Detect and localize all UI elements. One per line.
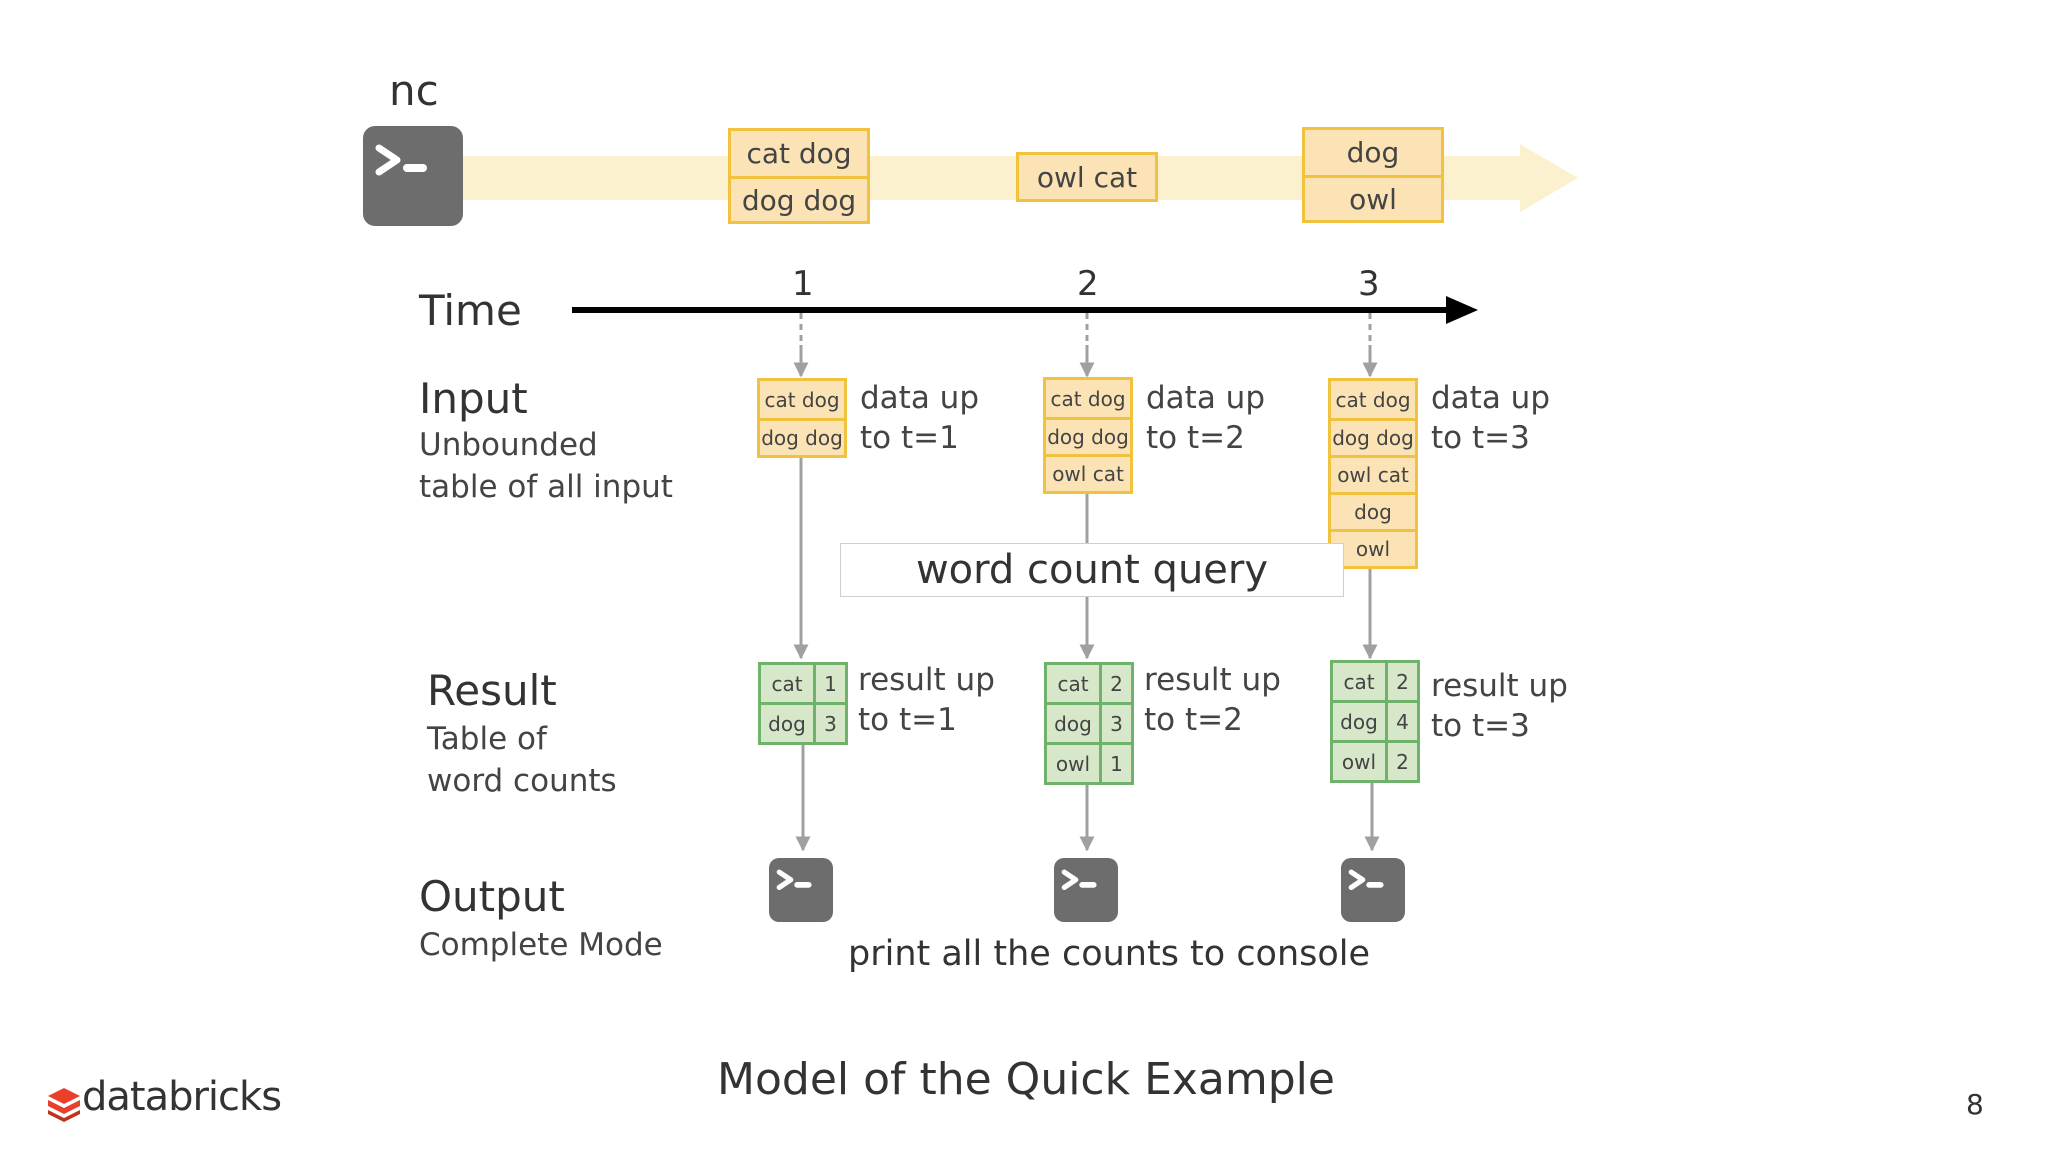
- result-row: dog 3: [1047, 702, 1131, 742]
- batch-line: owl: [1305, 175, 1441, 220]
- result-table-t2: cat 2 dog 3 owl 1: [1044, 662, 1134, 785]
- page-number: 8: [1966, 1088, 1984, 1121]
- result-count: 1: [824, 671, 837, 696]
- result-word: dog: [1047, 705, 1102, 742]
- stream-batch-1: cat dog dog dog: [728, 128, 870, 224]
- result-count: 1: [1110, 751, 1123, 776]
- result-count: 3: [824, 711, 837, 736]
- output-terminal-icon-t1: [769, 858, 833, 922]
- result-row: owl 2: [1333, 740, 1417, 780]
- result-note-t3: result up to t=3: [1431, 668, 1568, 744]
- output-caption: print all the counts to console: [848, 934, 1371, 974]
- time-tick-1: 1: [792, 264, 814, 304]
- input-table-t3: cat dog dog dog owl cat dog owl: [1328, 378, 1418, 569]
- input-subtitle-1: Unbounded: [419, 427, 598, 463]
- batch-line: owl cat: [1036, 160, 1138, 194]
- result-row: owl 1: [1047, 742, 1131, 782]
- result-table-t3: cat 2 dog 4 owl 2: [1330, 660, 1420, 783]
- input-note-t1: data up to t=1: [860, 380, 980, 456]
- input-row: dog dog: [760, 418, 844, 455]
- input-note-t2: data up to t=2: [1146, 380, 1266, 456]
- input-table-t1: cat dog dog dog: [757, 378, 847, 458]
- result-row: dog 4: [1333, 700, 1417, 740]
- databricks-logo-text: databricks: [82, 1074, 282, 1120]
- input-subtitle-2: table of all input: [419, 469, 673, 505]
- time-tick-3: 3: [1358, 264, 1380, 304]
- result-word: dog: [761, 705, 816, 742]
- input-table-t2: cat dog dog dog owl cat: [1043, 377, 1133, 494]
- input-row: dog dog: [1331, 418, 1415, 455]
- time-label: Time: [419, 286, 522, 335]
- input-row: owl: [1331, 529, 1415, 566]
- source-label: nc: [389, 66, 439, 115]
- result-row: cat 2: [1047, 665, 1131, 702]
- result-count: 2: [1396, 749, 1409, 774]
- stream-arrow: [440, 144, 1578, 212]
- result-note-t1: result up to t=1: [858, 662, 995, 738]
- time-tick-2: 2: [1077, 264, 1099, 304]
- result-row: cat 1: [761, 665, 845, 702]
- input-row: cat dog: [1331, 381, 1415, 418]
- result-table-t1: cat 1 dog 3: [758, 662, 848, 745]
- result-word: dog: [1333, 703, 1388, 740]
- result-word: owl: [1047, 745, 1102, 782]
- result-count: 3: [1110, 711, 1123, 736]
- result-row: cat 2: [1333, 663, 1417, 700]
- batch-line: dog: [1346, 136, 1400, 169]
- result-word: cat: [761, 665, 816, 702]
- input-row: cat dog: [760, 381, 844, 418]
- input-note-t3: data up to t=3: [1431, 380, 1551, 456]
- input-row: dog: [1331, 492, 1415, 529]
- result-row: dog 3: [761, 702, 845, 742]
- result-subtitle-1: Table of: [427, 721, 547, 757]
- databricks-logo-icon: [48, 1088, 80, 1122]
- output-terminal-icon-t2: [1054, 858, 1118, 922]
- query-label: word count query: [915, 547, 1269, 593]
- slide-title: Model of the Quick Example: [717, 1054, 1335, 1105]
- databricks-logo: databricks: [48, 1074, 288, 1126]
- result-count: 4: [1396, 709, 1409, 734]
- result-note-t2: result up to t=2: [1144, 662, 1281, 738]
- input-row: cat dog: [1046, 380, 1130, 417]
- result-word: owl: [1333, 743, 1388, 780]
- result-count: 2: [1110, 671, 1123, 696]
- result-word: cat: [1047, 665, 1102, 702]
- output-title: Output: [419, 872, 565, 921]
- result-title: Result: [427, 666, 557, 715]
- output-terminal-icon-t3: [1341, 858, 1405, 922]
- input-title: Input: [419, 374, 528, 423]
- batch-line: cat dog: [746, 137, 852, 170]
- input-row: dog dog: [1046, 417, 1130, 454]
- output-subtitle: Complete Mode: [419, 927, 663, 963]
- result-count: 2: [1396, 669, 1409, 694]
- word-count-query-box: word count query: [840, 543, 1344, 597]
- input-row: owl cat: [1046, 454, 1130, 491]
- stream-batch-3: dog owl: [1302, 127, 1444, 223]
- stream-batch-2: owl cat: [1016, 152, 1158, 202]
- result-subtitle-2: word counts: [427, 763, 617, 799]
- source-terminal-icon: [363, 126, 463, 226]
- result-word: cat: [1333, 663, 1388, 700]
- batch-line: dog dog: [731, 176, 867, 221]
- input-row: owl cat: [1331, 455, 1415, 492]
